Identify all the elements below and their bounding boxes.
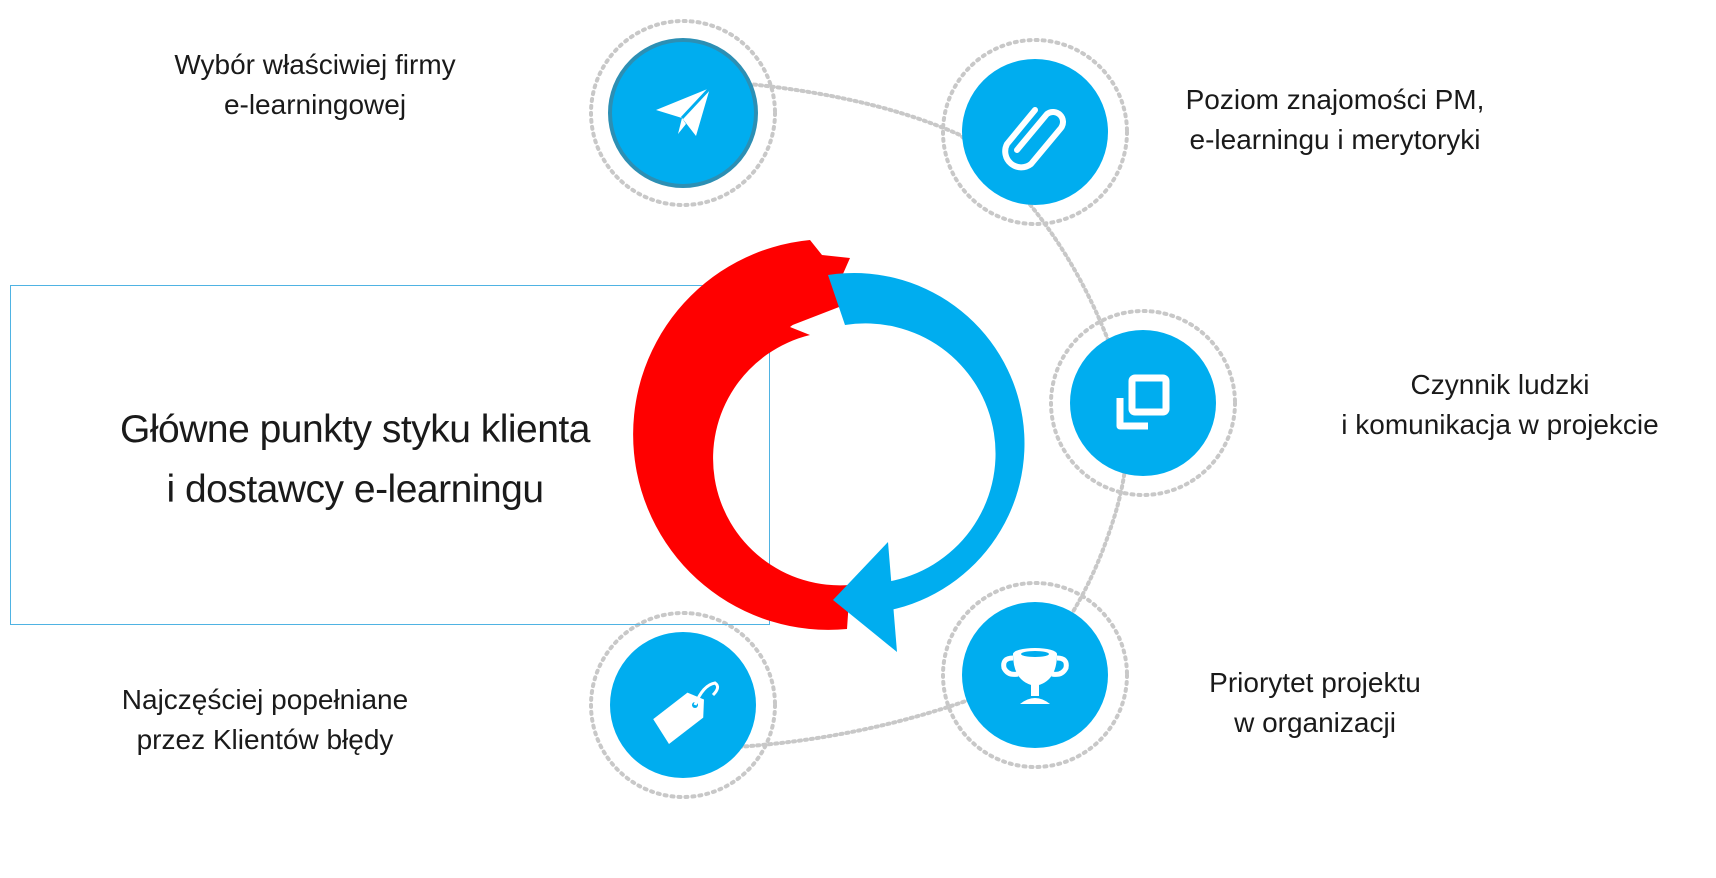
node-1-label: Wybór właściwiej firmy e-learningowej bbox=[130, 45, 500, 125]
center-title: Główne punkty styku klienta i dostawcy e… bbox=[40, 400, 670, 520]
cycle-arrow-red bbox=[633, 240, 850, 630]
node-1-label-line-2: e-learningowej bbox=[223, 89, 407, 120]
node-2-label: Poziom znajomości PM, e-learningu i mery… bbox=[1135, 80, 1535, 160]
cycle-arrow-blue bbox=[828, 273, 1025, 612]
cycle-arrow-red-head bbox=[790, 258, 852, 326]
node-5-label-line-2: przez Klientów błędy bbox=[136, 724, 394, 755]
center-title-line-2: i dostawcy e-learningu bbox=[166, 468, 544, 511]
title-box bbox=[10, 285, 770, 625]
cycle-arrow-blue-head bbox=[833, 542, 897, 652]
node-4-label-line-1: Priorytet projektu bbox=[1209, 667, 1421, 698]
node-2-label-line-1: Poziom znajomości PM, bbox=[1185, 84, 1485, 115]
center-title-line-1: Główne punkty styku klienta bbox=[120, 408, 590, 451]
node-4-label: Priorytet projektu w organizacji bbox=[1165, 663, 1465, 743]
node-3-circle bbox=[1049, 309, 1237, 497]
node-2-label-line-2: e-learningu i merytoryki bbox=[1189, 124, 1481, 155]
overlapping-squares-icon bbox=[1103, 363, 1183, 443]
price-tag-icon bbox=[643, 665, 723, 745]
trophy-icon bbox=[995, 635, 1075, 715]
paper-plane-icon bbox=[643, 73, 723, 153]
node-4-label-line-2: w organizacji bbox=[1234, 707, 1396, 738]
node-3-label: Czynnik ludzki i komunikacja w projekcie bbox=[1300, 365, 1700, 445]
paperclip-icon bbox=[995, 92, 1075, 172]
node-5-label-line-1: Najczęściej popełniane bbox=[121, 684, 409, 715]
node-3-label-line-1: Czynnik ludzki bbox=[1410, 369, 1590, 400]
node-3-label-line-2: i komunikacja w projekcie bbox=[1341, 409, 1659, 440]
node-1-label-line-1: Wybór właściwiej firmy bbox=[174, 49, 456, 80]
node-5-label: Najczęściej popełniane przez Klientów bł… bbox=[80, 680, 450, 760]
